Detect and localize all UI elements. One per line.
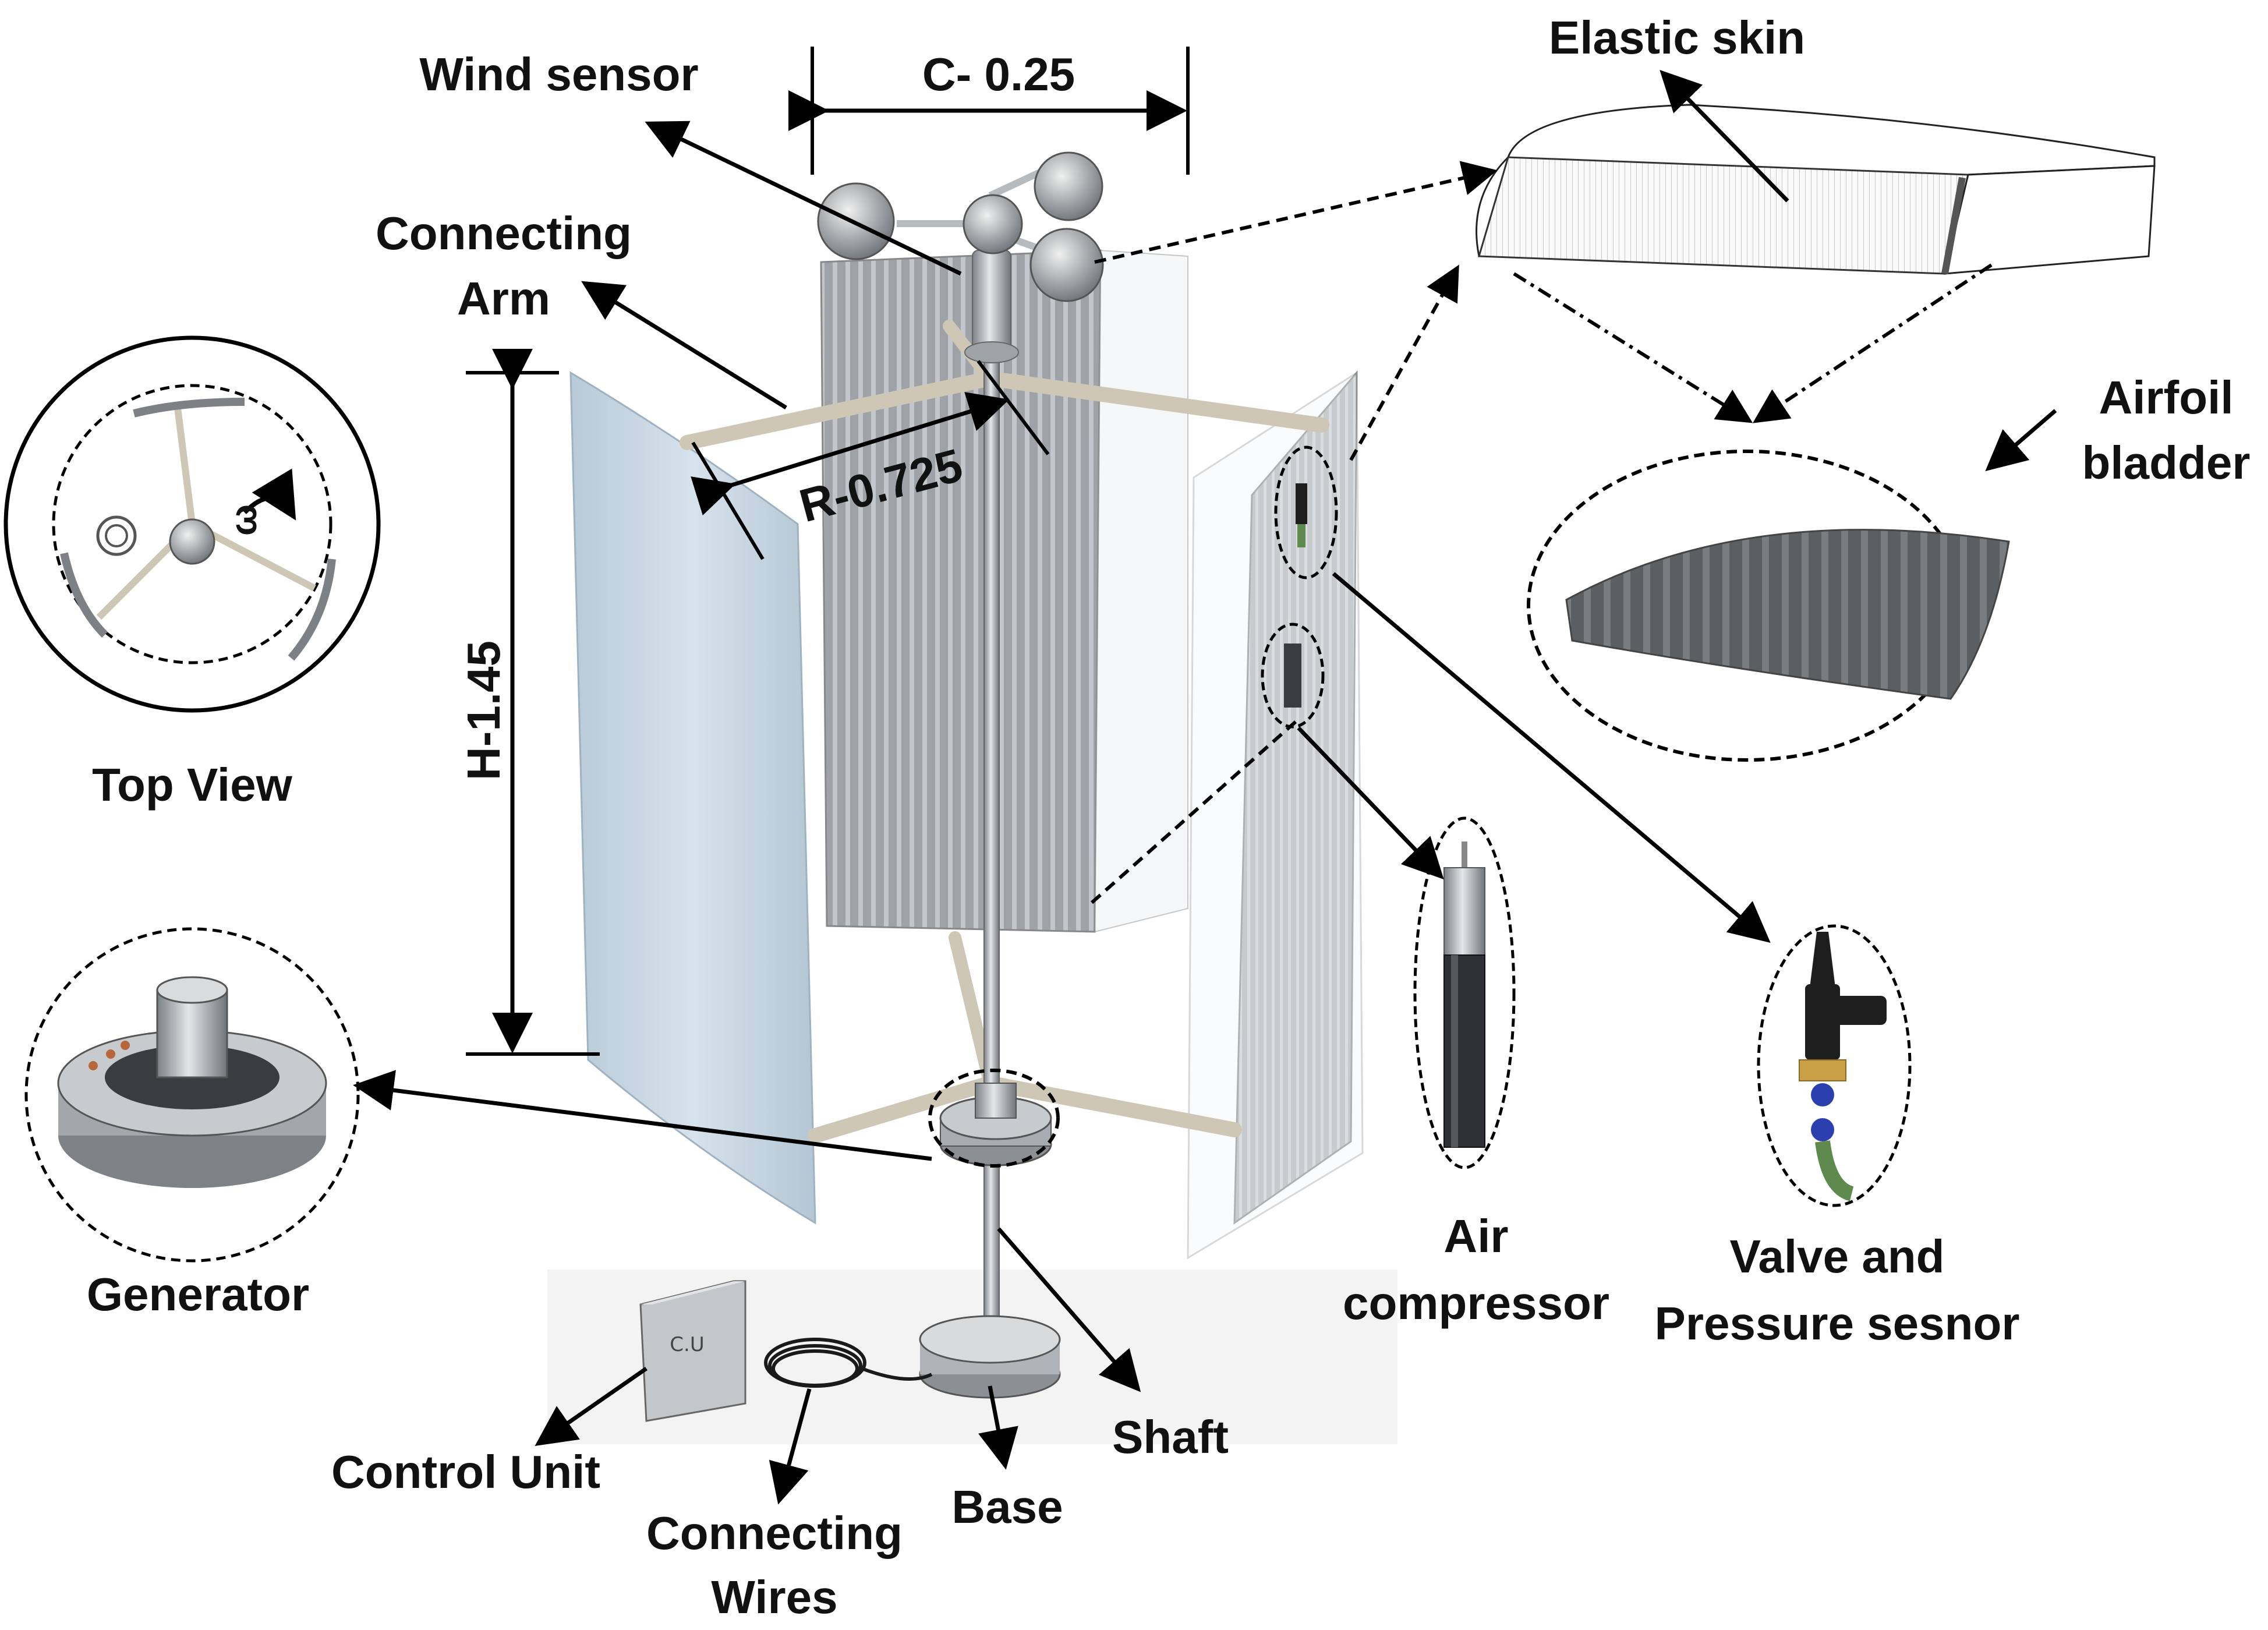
control-unit-arrow	[535, 1367, 648, 1446]
wind-sensor-arrow	[645, 121, 962, 276]
control-unit-label: Control Unit	[331, 1446, 600, 1498]
valve-arrow	[1332, 572, 1771, 943]
shaft-label: Shaft	[1112, 1411, 1229, 1463]
valve-label-2: Pressure sesnor	[1654, 1297, 2019, 1349]
right-blade	[1187, 370, 1364, 1260]
air-compressor-label-1: Air	[1443, 1210, 1508, 1262]
valve-sensor-inset	[1757, 924, 1912, 1207]
connecting-wires-label-1: Connecting	[646, 1507, 903, 1559]
height-dimension: H-1.45	[458, 349, 600, 1056]
connecting-arm-label-2: Arm	[457, 273, 550, 324]
omega-label: ω	[222, 504, 264, 536]
connecting-wires-coil	[764, 1338, 933, 1388]
cu-box-label: C.U	[670, 1333, 704, 1356]
base-label: Base	[951, 1481, 1063, 1533]
connecting-wires-label-2: Wires	[711, 1571, 837, 1623]
shaft-arrow	[997, 1227, 1141, 1392]
valve-highlight-circle	[1274, 445, 1338, 579]
control-unit-box: C.U	[639, 1280, 746, 1422]
blade-to-skin-arrow-1	[1094, 161, 1498, 264]
wind-sensor	[817, 151, 1104, 302]
top-hub	[964, 250, 1019, 363]
blade-to-skin-arrow-3	[1091, 717, 1300, 904]
connecting-arm-arrow	[581, 281, 787, 409]
base-arrow	[978, 1385, 1018, 1470]
skin-to-bladder-arrows	[1513, 263, 1993, 423]
valve-on-blade	[1296, 483, 1307, 547]
valve-label-1: Valve and	[1729, 1231, 1944, 1282]
chord-label: C- 0.25	[922, 48, 1075, 100]
elastic-skin-arrow	[1660, 69, 1789, 203]
air-compressor-label-2: compressor	[1343, 1277, 1609, 1329]
connecting-arm-label-1: Connecting	[376, 207, 632, 259]
elastic-skin-label: Elastic skin	[1549, 12, 1805, 63]
wires-arrow	[769, 1388, 812, 1505]
height-label: H-1.45	[458, 641, 509, 780]
generator-on-shaft	[939, 1083, 1052, 1166]
airfoil-bladder-arrow	[1985, 409, 2057, 472]
generator-highlight-circle	[928, 1069, 1060, 1168]
blade-to-skin-arrow-2	[1349, 264, 1459, 461]
top-view-inset: ω	[3, 335, 381, 713]
airfoil-bladder-label-1: Airfoil	[2099, 372, 2233, 423]
air-compressor-inset	[1413, 816, 1516, 1169]
compressor-highlight-circle	[1261, 623, 1325, 729]
leader-arrows	[353, 69, 2057, 1505]
generator-inset	[24, 927, 360, 1263]
airfoil-bladder-inset	[1527, 450, 2010, 762]
top-view-label: Top View	[92, 759, 293, 811]
shaft	[983, 349, 1000, 1340]
generator-label: Generator	[87, 1268, 309, 1320]
front-blade	[569, 371, 816, 1225]
compressor-arrow	[1297, 726, 1444, 880]
elastic-skin-airfoil	[1476, 104, 2156, 275]
dashed-arrows	[1091, 161, 1498, 904]
wind-sensor-label: Wind sensor	[419, 48, 698, 100]
compressor-on-blade	[1284, 643, 1301, 708]
base	[919, 1315, 1061, 1399]
generator-arrow	[353, 1070, 932, 1161]
chord-dimension: C- 0.25	[788, 47, 1190, 175]
airfoil-bladder-label-2: bladder	[2082, 437, 2251, 489]
